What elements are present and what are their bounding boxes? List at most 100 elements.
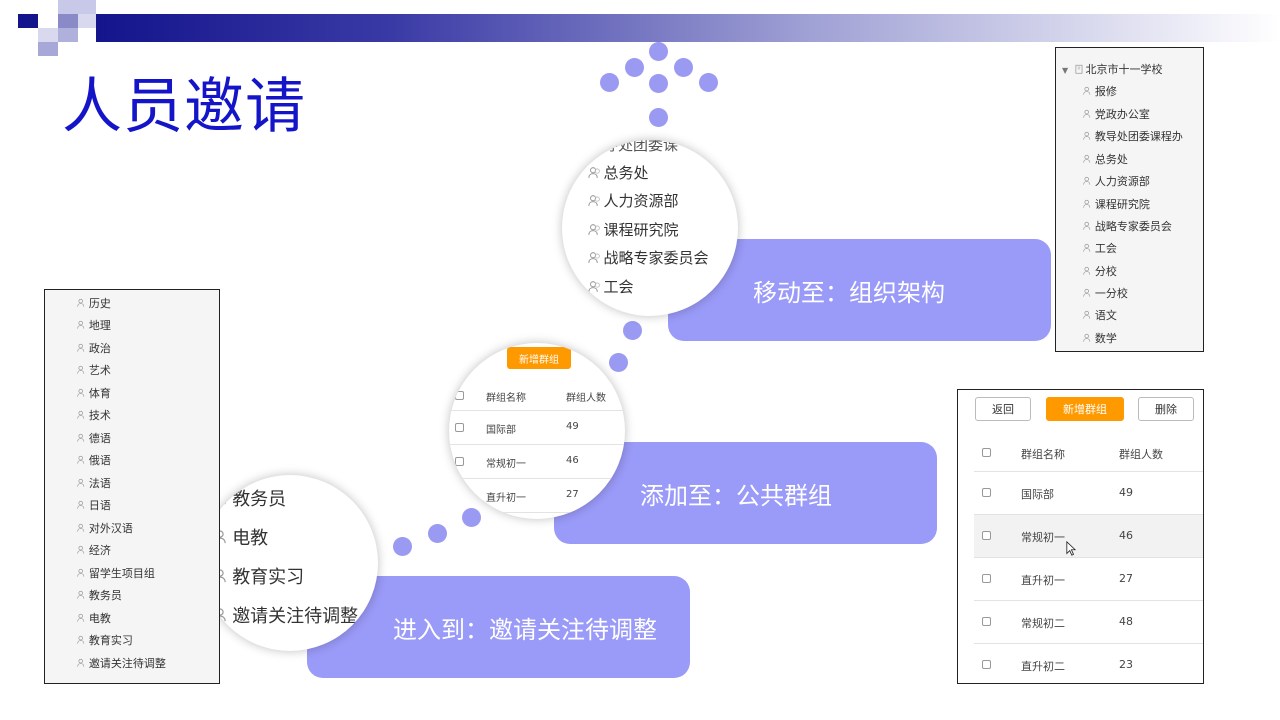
tree-item[interactable]: 人力资源部 [1083,173,1150,189]
checkbox[interactable] [982,488,991,497]
tree-item[interactable]: 总务处 [1083,151,1128,167]
table-row[interactable]: 国际部 49 [449,411,625,445]
user-group-icon [1083,310,1091,319]
add-group-button[interactable]: 新增群组 [507,347,571,369]
list-item[interactable]: 教育实习 [77,632,133,648]
user-group-icon [77,500,85,509]
list-item[interactable]: 人力资源部 [588,190,679,211]
callout-enter-label: 进入到：邀请关注待调整 [393,615,657,644]
tree-item[interactable]: 课程研究院 [1083,196,1150,212]
tree-item[interactable]: 语文 [1083,307,1117,323]
user-group-icon [77,613,85,622]
list-item[interactable]: 教务员 [214,485,286,511]
back-button[interactable]: 返回 [975,397,1031,421]
list-item[interactable]: 政治 [77,340,111,356]
checkbox[interactable] [982,574,991,583]
list-item[interactable]: 历史 [77,295,111,311]
magnifier-folder-list: 教务员 电教 教育实习 邀请关注待调整 [202,475,378,651]
dot [674,58,693,77]
list-item[interactable]: 地理 [77,317,111,333]
decor-square [78,14,96,28]
list-item[interactable]: 艺术 [77,362,111,378]
list-item[interactable]: 德语 [77,430,111,446]
header-gradient-bar [96,14,1280,42]
table-row[interactable]: 常规初一 46 [449,445,625,479]
dot [625,58,644,77]
list-item[interactable]: 对外汉语 [77,520,133,536]
dot [600,73,619,92]
list-item[interactable]: 教育实习 [214,563,304,589]
decor-square [18,14,38,28]
list-item[interactable]: 俄语 [77,452,111,468]
column-header-count: 群组人数 [566,393,606,404]
user-group-icon [1083,221,1091,230]
list-item[interactable]: 课程研究院 [588,219,679,240]
tree-item[interactable]: 党政办公室 [1083,106,1150,122]
decor-square [58,14,78,28]
user-group-icon [1083,288,1091,297]
add-group-button[interactable]: 新增群组 [1046,397,1124,421]
delete-button[interactable]: 删除 [1138,397,1194,421]
decor-square [38,42,58,56]
user-group-icon [1083,86,1091,95]
decor-square [58,28,78,42]
user-group-icon [77,478,85,487]
list-item[interactable]: 电教 [214,524,268,550]
list-item[interactable]: 教务员 [77,587,122,603]
checkbox[interactable] [455,391,464,400]
list-item[interactable]: 工会 [588,276,634,297]
tree-item[interactable]: 教导处团委课程办 [1083,128,1183,144]
checkbox[interactable] [982,448,991,457]
tree-item[interactable]: 一分校 [1083,285,1128,301]
list-item[interactable]: 电教 [77,610,111,626]
tree-root[interactable]: ▼ 北京市十一学校 [1062,63,1163,76]
list-item[interactable]: 总务处 [588,162,649,183]
list-item[interactable]: 日语 [77,497,111,513]
list-item: 教导处团委课 [588,140,679,154]
user-group-icon [588,280,600,292]
user-group-icon [77,410,85,419]
callout-add-label: 添加至：公共群组 [640,481,832,510]
table-header: 群组名称 群组人数 [449,381,625,411]
list-item[interactable]: 战略专家委员会 [588,247,709,268]
user-group-icon [77,635,85,644]
checkbox[interactable] [982,660,991,669]
list-item[interactable]: 邀请关注待调整 [214,602,358,628]
list-item[interactable]: 邀请关注待调整 [77,655,166,671]
list-item[interactable]: 技术 [77,407,111,423]
table-row[interactable]: 国际部 49 [974,472,1203,515]
table-row[interactable]: 直升初一 27 [974,558,1203,601]
tree-item[interactable]: 分校 [1083,263,1117,279]
user-group-icon [1083,199,1091,208]
user-group-icon [1083,176,1091,185]
list-item[interactable]: 经济 [77,542,111,558]
dot [393,537,412,556]
building-icon [1075,64,1083,74]
dot [428,524,447,543]
checkbox[interactable] [982,531,991,540]
list-item[interactable]: 法语 [77,475,111,491]
folder-list-panel: 历史 地理 政治 艺术 体育 技术 德语 俄语 法语 日语 对外汉语 经济 留学… [44,289,220,684]
table-row[interactable]: 直升初二 23 [974,644,1203,684]
tree-item[interactable]: 数学 [1083,330,1117,346]
page-title: 人员邀请 [62,72,306,142]
checkbox[interactable] [455,457,464,466]
checkbox[interactable] [982,617,991,626]
column-header-name: 群组名称 [1021,448,1065,461]
table-row[interactable]: 常规初二 48 [974,601,1203,644]
table-row[interactable]: 常规初一 46 [974,515,1203,558]
tree-item[interactable]: 工会 [1083,240,1117,256]
list-item[interactable]: 留学生项目组 [77,565,155,581]
checkbox[interactable] [455,491,464,500]
dot [699,73,718,92]
user-group-icon [77,343,85,352]
tree-item[interactable]: 报修 [1083,83,1117,99]
user-group-icon [1083,154,1091,163]
decor-square [58,0,78,14]
list-item[interactable]: 体育 [77,385,111,401]
user-group-icon [77,658,85,667]
mouse-cursor-icon [1066,541,1076,556]
tree-item[interactable]: 战略专家委员会 [1083,218,1172,234]
table-row[interactable]: 直升初一 27 [449,479,625,513]
checkbox[interactable] [455,423,464,432]
